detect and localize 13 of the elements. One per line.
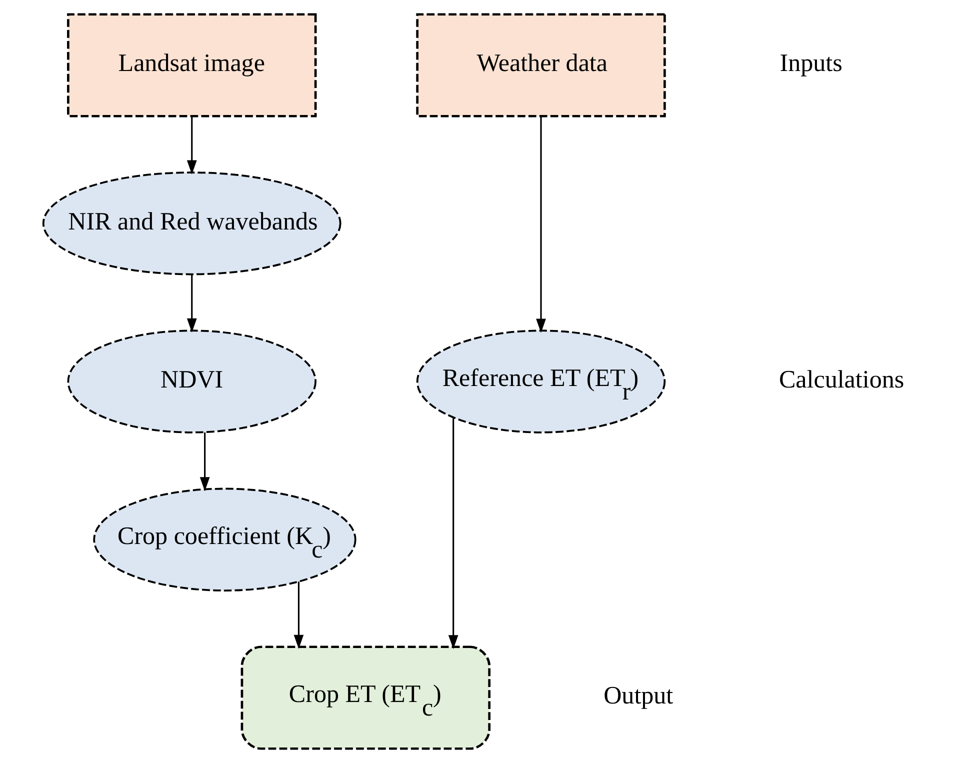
node-box: Weather data [416, 13, 666, 118]
arrow [186, 274, 196, 333]
label: Output [603, 682, 673, 710]
arrow [199, 432, 210, 492]
label: Calculations [778, 366, 904, 394]
arrow [293, 582, 304, 649]
node-ellipse: NDVI [66, 330, 316, 434]
arrow [448, 418, 458, 650]
node-ellipse: NIR and Red wavebands [42, 172, 341, 276]
arrow [186, 116, 196, 174]
label: Inputs [779, 50, 842, 78]
node-box: Landsat image [66, 13, 316, 118]
arrow [536, 116, 546, 333]
